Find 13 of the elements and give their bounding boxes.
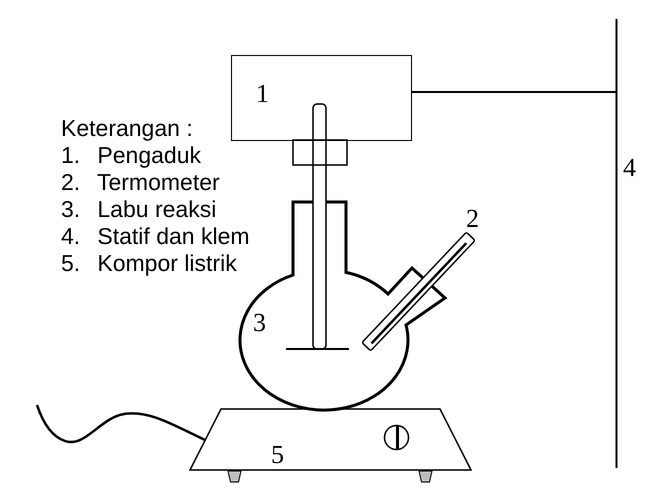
legend-item: 1. Pengaduk [61, 142, 201, 169]
callout-number: 3 [253, 310, 266, 336]
legend-item: 2. Termometer [61, 169, 220, 196]
stirrer-motor [231, 55, 412, 141]
hot-plate [189, 408, 472, 483]
legend-heading: Keterangan : [61, 115, 193, 142]
legend-item: 3. Labu reaksi [61, 196, 216, 223]
callout-number: 2 [466, 206, 479, 232]
callout-number: 5 [271, 442, 284, 468]
legend-item: 4. Statif dan klem [61, 223, 250, 250]
callout-number: 1 [256, 81, 269, 107]
legend-item: 5. Kompor listrik [61, 250, 237, 277]
callout-number: 4 [623, 155, 636, 181]
